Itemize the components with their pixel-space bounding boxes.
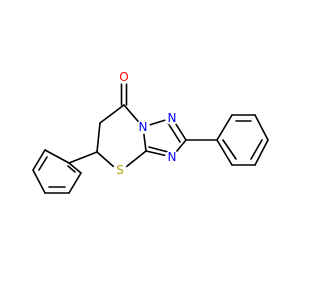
bond-c5-phenyl bbox=[68, 151, 98, 164]
atom-nitrogen-3-symbol: N bbox=[168, 150, 177, 164]
bond-ph1-e bbox=[68, 172, 82, 194]
bond-ph1-b bbox=[32, 149, 46, 171]
atom-nitrogen-2-symbol: N bbox=[168, 111, 177, 125]
bond-ph1-c bbox=[32, 169, 46, 194]
bond-ph1-f bbox=[68, 162, 82, 174]
atom-oxygen-symbol: O bbox=[119, 70, 128, 84]
atom-nitrogen-3: N bbox=[165, 150, 179, 164]
bond-c7-c6 bbox=[99, 104, 125, 124]
bond-ph1-inner-1 bbox=[38, 156, 48, 171]
molecule-structure: O N N N S bbox=[32, 70, 269, 194]
bond-ph2-a bbox=[216, 114, 233, 141]
bond-s-c8a bbox=[125, 150, 147, 168]
bond-ph2-inner-3 bbox=[222, 139, 237, 160]
bond-c6-c5 bbox=[96, 122, 101, 153]
bonds-group bbox=[32, 83, 269, 194]
bond-ph1-a bbox=[44, 149, 70, 164]
bond-ph1-inner-3 bbox=[67, 165, 76, 173]
bond-c5-s bbox=[96, 151, 115, 168]
atom-oxygen: O bbox=[117, 70, 131, 84]
bond-ph2-c bbox=[254, 114, 269, 141]
atom-nitrogen-2: N bbox=[165, 111, 179, 125]
atom-nitrogen-1: N bbox=[136, 120, 150, 134]
atom-sulfur: S bbox=[113, 163, 127, 177]
bond-n3-c8a-double bbox=[148, 146, 169, 153]
atom-nitrogen-1-symbol: N bbox=[139, 120, 148, 134]
bond-ph2-inner-2 bbox=[250, 139, 263, 160]
bond-ph2-d bbox=[254, 139, 269, 166]
atom-sulfur-symbol: S bbox=[116, 163, 124, 177]
atoms-group: O N N N S bbox=[113, 70, 179, 177]
bond-ph2-f bbox=[216, 139, 233, 166]
bond-n2-c2-double bbox=[167, 122, 181, 143]
